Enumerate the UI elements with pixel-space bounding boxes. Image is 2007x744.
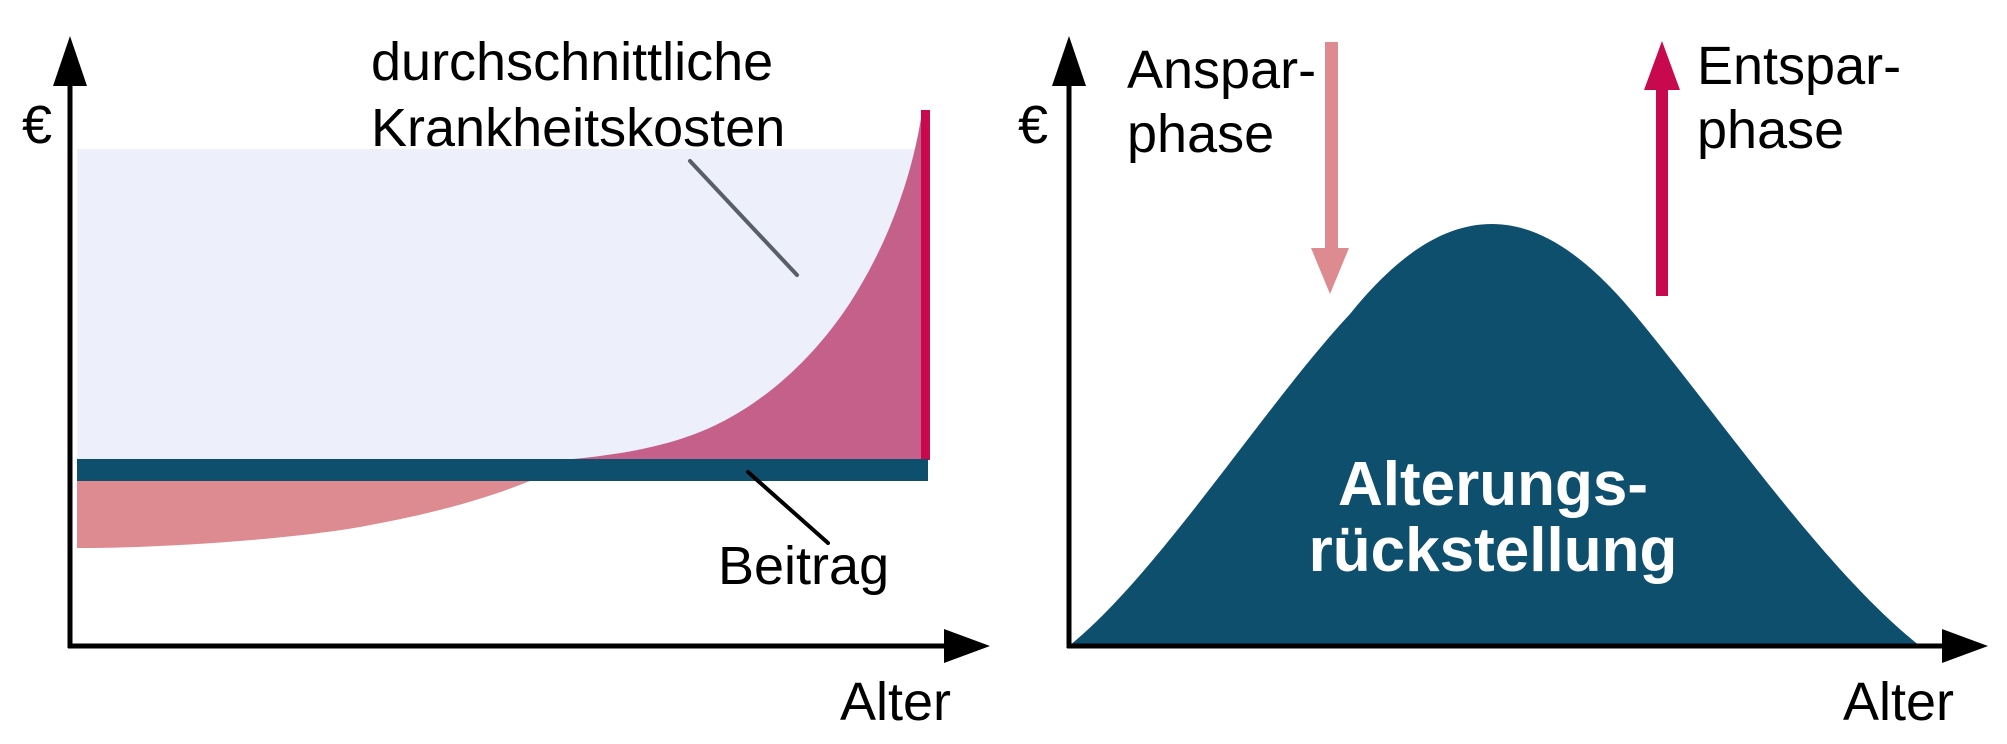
dissaving-phase-arrow-shaft [1656, 88, 1668, 296]
right-chart: € Anspar- phase Entspar- phase Alterungs… [1018, 36, 1988, 732]
left-deficit-area [573, 112, 922, 459]
right-y-axis-arrowhead-icon [1052, 36, 1086, 86]
ageing-reserve-label-line1: Alterungs- [1338, 450, 1648, 519]
left-x-axis-label: Alter [840, 672, 951, 732]
left-cost-annotation-pointer-line [688, 159, 799, 277]
dissaving-phase-arrowhead [1644, 41, 1680, 90]
left-chart: € durchschnittliche Krankheitskosten Bei… [22, 32, 990, 732]
saving-phase-down-arrow-icon [1311, 42, 1349, 294]
left-y-axis-label: € [22, 95, 52, 155]
left-premium-pointer-line [746, 470, 830, 545]
left-cost-annotation-line1: durchschnittliche [371, 32, 773, 92]
saving-phase-arrow-shaft [1325, 42, 1338, 250]
left-premium-bar [77, 459, 928, 481]
left-surplus-area [77, 481, 530, 548]
right-ageing-reserve-area [1069, 224, 1920, 646]
dissaving-phase-up-arrow-icon [1644, 41, 1680, 296]
left-max-age-marker-line [921, 110, 930, 460]
saving-phase-arrowhead [1311, 248, 1349, 294]
saving-phase-label-line1: Anspar- [1127, 40, 1316, 100]
ageing-reserve-label-line2: rückstellung [1309, 516, 1678, 585]
right-x-axis-arrowhead-icon [1942, 629, 1988, 663]
saving-phase-label-line2: phase [1127, 104, 1274, 164]
right-x-axis-label: Alter [1843, 672, 1954, 732]
left-x-axis-arrowhead-icon [944, 629, 990, 663]
dissaving-phase-label-line1: Entspar- [1697, 36, 1901, 96]
left-premium-label: Beitrag [718, 536, 889, 596]
right-y-axis-label: € [1018, 95, 1048, 155]
left-y-axis-arrowhead-icon [53, 36, 87, 86]
dissaving-phase-label-line2: phase [1697, 100, 1844, 160]
left-cost-annotation-line2: Krankheitskosten [371, 98, 785, 158]
